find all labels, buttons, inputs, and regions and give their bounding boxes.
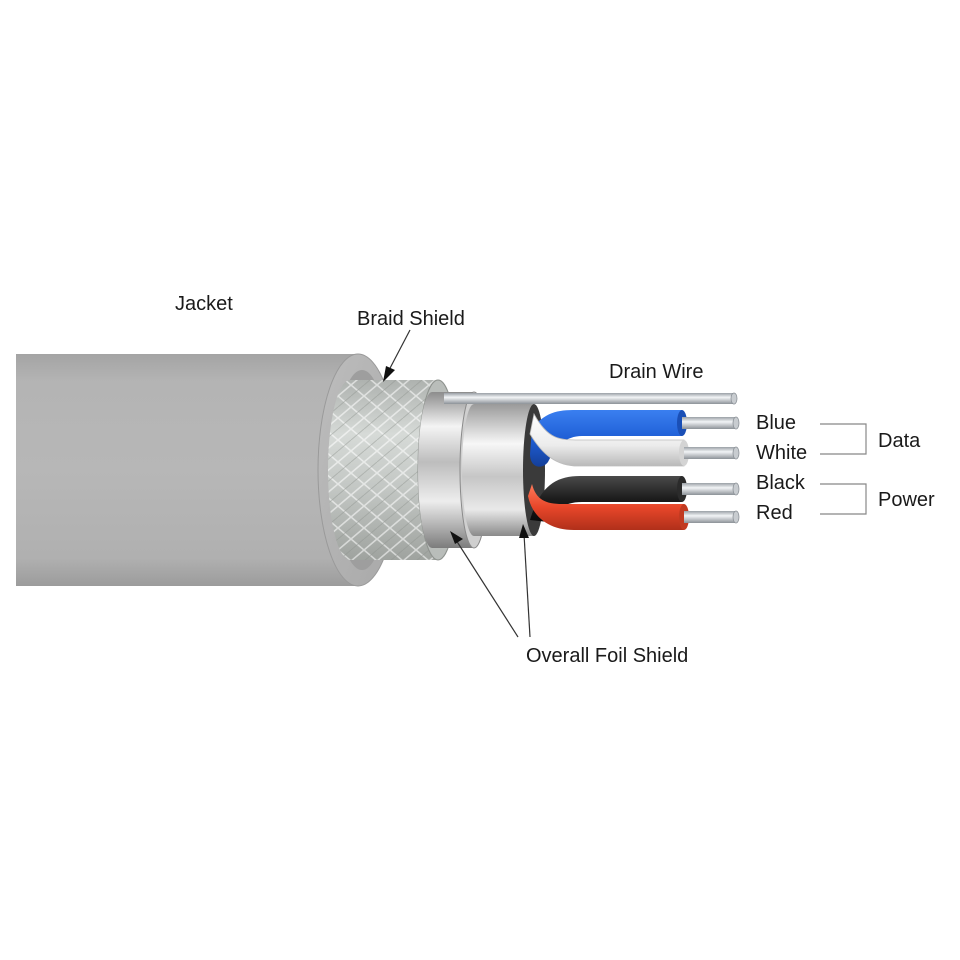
black-wire bbox=[530, 476, 740, 522]
braid-weave bbox=[350, 380, 438, 560]
label-black: Black bbox=[756, 472, 806, 494]
drain-wire-conductor bbox=[444, 393, 734, 404]
power-bracket bbox=[820, 483, 867, 515]
foil-leader-inner bbox=[523, 533, 531, 638]
label-drain-wire: Drain Wire bbox=[609, 361, 703, 383]
black-wire-conductor bbox=[682, 483, 736, 495]
red-wire-tip bbox=[732, 510, 740, 524]
blue-wire-conductor bbox=[682, 417, 736, 429]
label-power: Power bbox=[878, 489, 935, 511]
braid-back-weave bbox=[328, 380, 372, 560]
blue-wire-tip bbox=[732, 416, 740, 430]
foil-arrowhead-outer bbox=[450, 531, 463, 544]
red-wire-conductor bbox=[684, 511, 736, 523]
label-jacket: Jacket bbox=[175, 293, 233, 315]
white-wire bbox=[529, 412, 740, 467]
white-wire-tip bbox=[732, 446, 740, 460]
blue-wire bbox=[530, 410, 740, 467]
drain-wire bbox=[444, 392, 738, 405]
label-red: Red bbox=[756, 502, 793, 524]
white-wire-conductor bbox=[684, 447, 736, 459]
label-blue: Blue bbox=[756, 412, 796, 434]
label-data: Data bbox=[878, 430, 921, 452]
braid-shield-arrowhead bbox=[383, 366, 395, 382]
foil-arrowhead-inner bbox=[519, 524, 529, 538]
red-wire bbox=[528, 484, 740, 530]
braid-shield-leader bbox=[387, 329, 411, 373]
black-wire-tip bbox=[732, 482, 740, 496]
label-overall-foil-shield: Overall Foil Shield bbox=[526, 645, 688, 667]
foil-outer-back bbox=[418, 392, 446, 548]
foil-inner-back bbox=[462, 404, 486, 536]
jacket-body bbox=[16, 354, 358, 586]
foil-inner-body bbox=[474, 404, 534, 536]
red-wire-insulation bbox=[528, 484, 684, 530]
label-white: White bbox=[756, 442, 807, 464]
label-braid-shield: Braid Shield bbox=[357, 308, 465, 330]
drain-wire-tip bbox=[730, 392, 738, 405]
foil-leader-outer bbox=[455, 539, 519, 638]
leader-lines bbox=[383, 329, 531, 638]
blue-wire-insulation bbox=[530, 410, 682, 467]
group-brackets bbox=[820, 423, 867, 515]
black-wire-insulation bbox=[530, 476, 682, 522]
data-bracket bbox=[820, 423, 867, 455]
